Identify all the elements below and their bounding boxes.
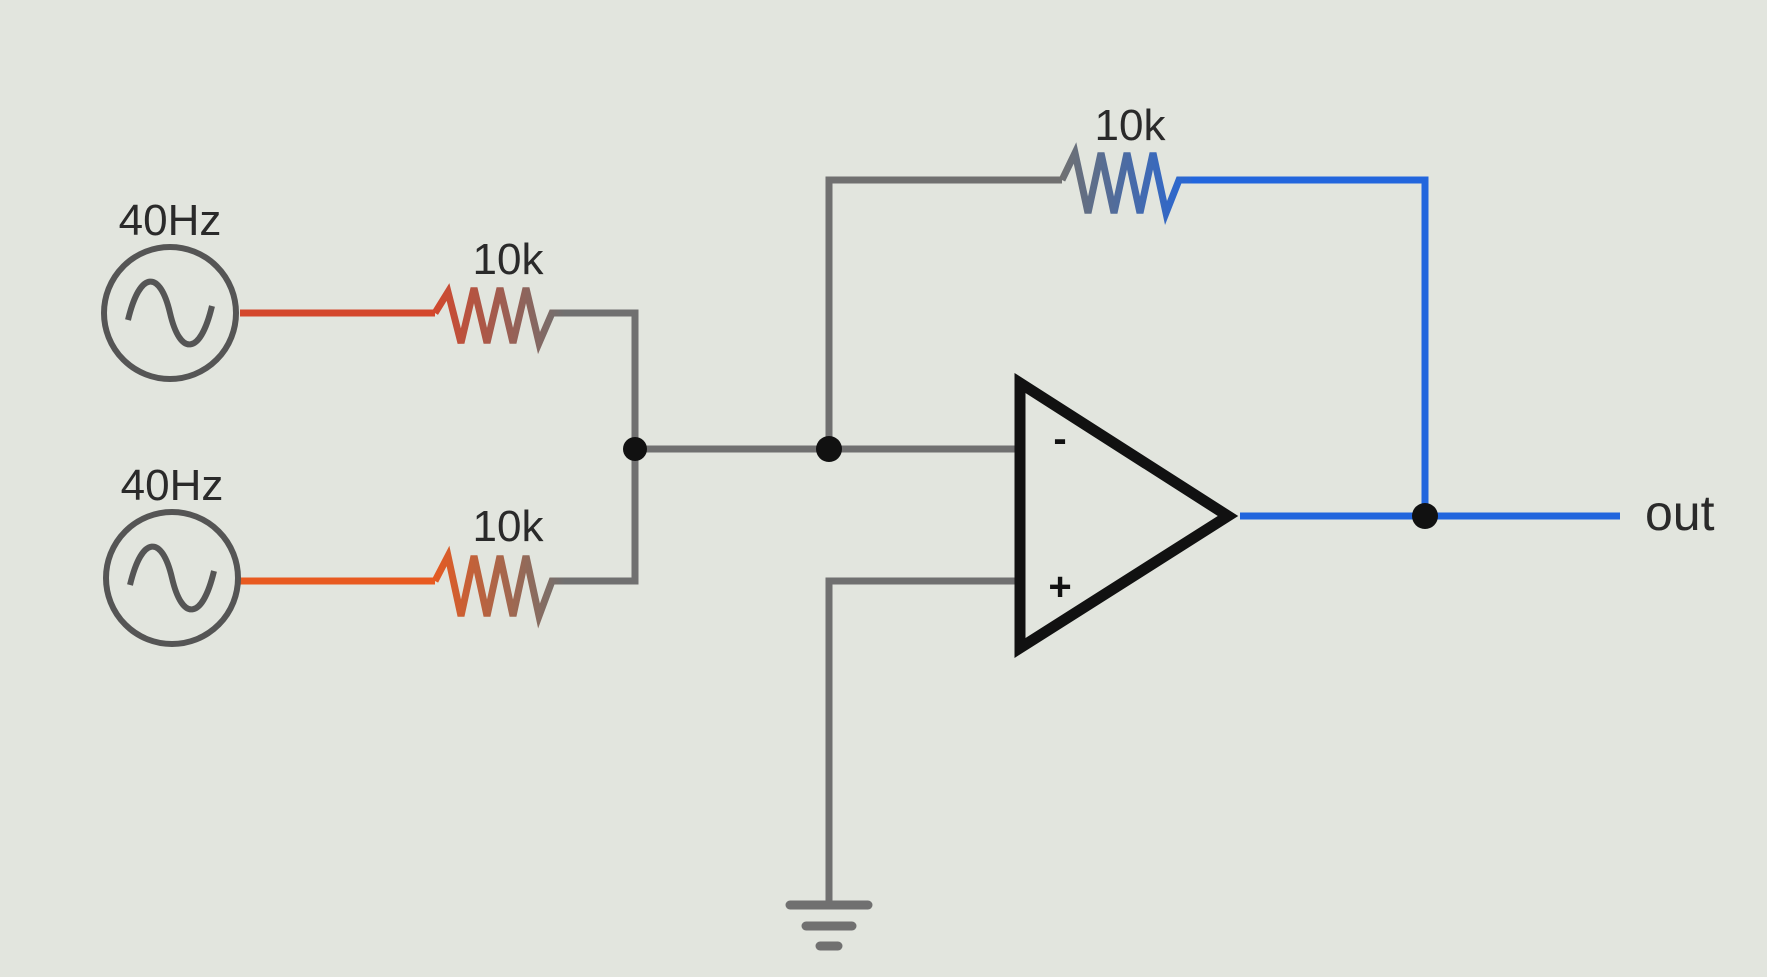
ground-icon [785,900,873,951]
resistor-feedback [1058,142,1192,226]
opamp-inverting-sign: - [1053,417,1066,461]
opamp-triangle [1014,372,1239,659]
ac-source-top [101,244,239,382]
resistor-bottom-label: 10k [473,502,545,551]
output-wires [1182,176,1620,520]
sine-wave-icon [127,543,217,613]
junctions [623,436,1438,529]
resistor-top-label: 10k [473,235,545,284]
junction-output-node [1412,503,1438,529]
resistor-top-input [432,283,565,355]
top-input-to-node-wire [555,309,639,449]
resistor-bottom-input [431,545,565,629]
output-label: out [1645,485,1715,541]
opamp-non-inverting-sign: + [1048,565,1071,609]
summing-node-wires [555,176,1062,905]
input-wires [240,309,435,585]
junction-feedback-node [816,436,842,462]
source-bottom-circle [103,509,241,647]
feedback-left-wire [825,176,1062,449]
bottom-input-to-node-wire [555,449,639,585]
ac-source-bottom [103,509,241,647]
resistor-feedback-label: 10k [1095,101,1167,150]
junction-summing-node [623,437,647,461]
source-bottom-label: 40Hz [121,461,224,510]
source-top-label: 40Hz [119,196,222,245]
non-inverting-to-ground-wire [825,577,1017,905]
sine-wave-icon [125,278,215,348]
feedback-right-wire [1182,176,1429,516]
source-top-circle [101,244,239,382]
